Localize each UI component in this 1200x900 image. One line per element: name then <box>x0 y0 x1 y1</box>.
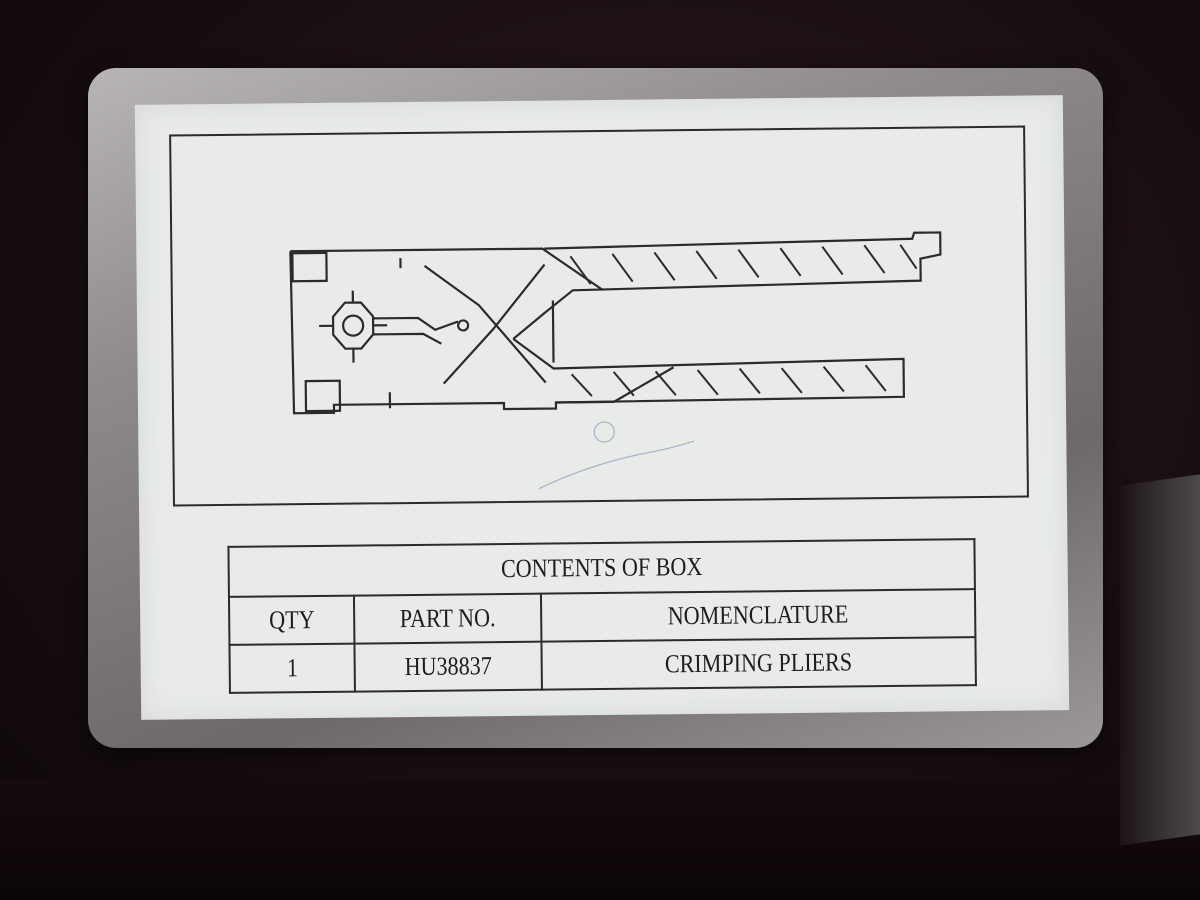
box-side-wall <box>1120 474 1200 846</box>
header-qty: QTY <box>238 595 346 645</box>
table-title: CONTENTS OF BOX <box>284 539 919 597</box>
contents-table: CONTENTS OF BOX QTY PART NO. NOMENCLATUR… <box>227 538 977 694</box>
table-header-row: QTY PART NO. NOMENCLATURE <box>229 589 975 645</box>
cell-part-no: HU38837 <box>368 641 529 692</box>
table-row: 1 HU38837 CRIMPING PLIERS <box>229 637 975 693</box>
cell-nomenclature: CRIMPING PLIERS <box>574 637 944 690</box>
tool-drawing-frame <box>169 125 1029 507</box>
cell-qty: 1 <box>238 643 346 693</box>
contents-label-sheet: CONTENTS OF BOX QTY PART NO. NOMENCLATUR… <box>134 95 1070 720</box>
header-nomenclature: NOMENCLATURE <box>573 589 943 642</box>
header-part-no: PART NO. <box>368 593 528 644</box>
crimping-pliers-drawing <box>289 231 942 490</box>
table-title-row: CONTENTS OF BOX <box>228 539 974 597</box>
box-bottom-edge <box>0 780 1200 900</box>
